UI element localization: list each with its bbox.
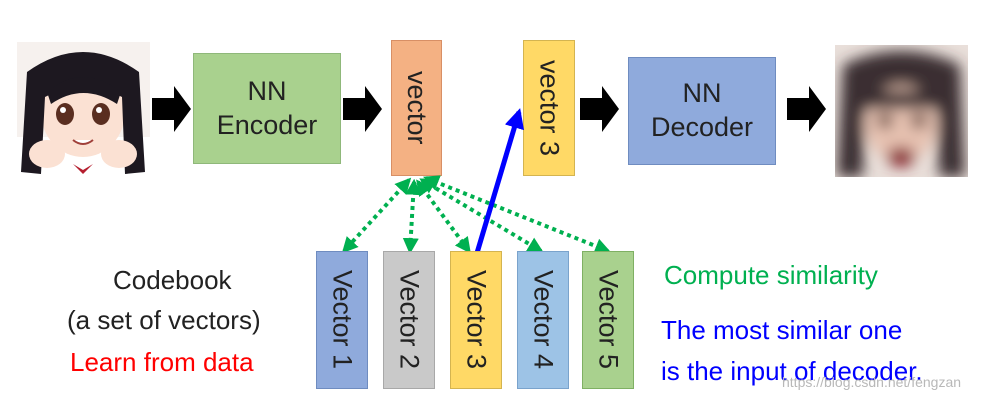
right-arrow-icon	[787, 84, 827, 134]
codebook-vector-5: Vector 5	[582, 251, 634, 389]
compute-similarity-label: Compute similarity	[664, 260, 878, 290]
codebook-vector-3: Vector 3	[450, 251, 502, 389]
encoder-output-vector: vector	[391, 40, 442, 176]
codebook-vector-4: Vector 4	[517, 251, 569, 389]
input-image	[17, 42, 150, 177]
selected-vector: vector 3	[523, 40, 575, 176]
watermark: https://blog.csdn.net/fengzan	[782, 374, 962, 390]
similarity-link-2	[402, 178, 422, 255]
codebook-subtitle: (a set of vectors)	[67, 305, 261, 335]
similarity-link-1	[341, 177, 412, 254]
nn-encoder-box: NN Encoder	[193, 53, 341, 164]
nn-decoder-box: NN Decoder	[628, 57, 776, 165]
codebook-vector-2: Vector 2	[383, 251, 435, 389]
reconstructed-image	[835, 45, 968, 177]
similarity-link-5	[423, 175, 611, 254]
most-similar-line-1: The most similar one	[661, 315, 903, 345]
right-arrow-icon	[580, 84, 620, 134]
codebook-vector-1: Vector 1	[316, 251, 368, 389]
right-arrow-icon	[152, 84, 192, 134]
right-arrow-icon	[343, 84, 383, 134]
codebook-title: Codebook	[113, 265, 232, 295]
learn-from-data-label: Learn from data	[70, 347, 254, 377]
selection-arrow	[474, 108, 525, 254]
most-similar-line-2: is the input of decoder.	[661, 356, 923, 386]
